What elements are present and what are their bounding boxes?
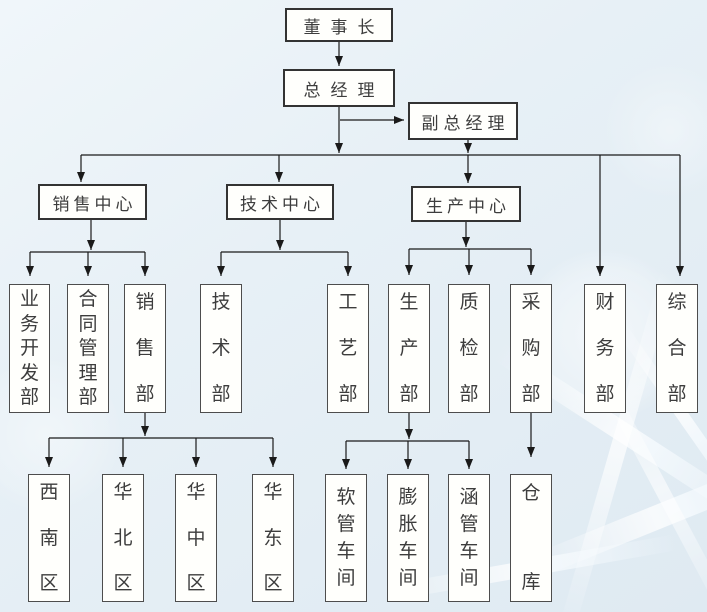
- node-warehouse: 仓库: [510, 474, 552, 602]
- node-north-china-region: 华北区: [102, 474, 144, 602]
- node-general-manager: 总经理: [283, 69, 395, 107]
- node-hose-workshop: 软管车间: [325, 474, 367, 602]
- node-deputy-general-manager: 副总经理: [408, 102, 518, 140]
- node-sales-dept: 销售部: [124, 284, 166, 413]
- node-production-dept: 生产部: [388, 284, 430, 413]
- node-expansion-workshop: 膨胀车间: [387, 474, 429, 602]
- node-central-china-region: 华中区: [175, 474, 217, 602]
- node-east-china-region: 华东区: [252, 474, 294, 602]
- node-business-dev-dept: 业务开发部: [9, 284, 50, 413]
- node-culvert-workshop: 涵管车间: [448, 474, 490, 602]
- node-production-center: 生产中心: [411, 186, 521, 222]
- node-contract-mgmt-dept: 合同管理部: [67, 284, 109, 413]
- node-general-affairs-dept: 综合部: [656, 284, 698, 413]
- node-sales-center: 销售中心: [38, 184, 147, 220]
- node-purchasing-dept: 采购部: [510, 284, 552, 413]
- node-tech-center: 技术中心: [226, 184, 334, 220]
- node-quality-dept: 质检部: [448, 284, 490, 413]
- node-chairman: 董事长: [285, 8, 393, 42]
- node-southwest-region: 西南区: [28, 474, 70, 602]
- node-finance-dept: 财务部: [584, 284, 626, 413]
- node-process-dept: 工艺部: [327, 284, 369, 413]
- node-tech-dept: 技术部: [200, 284, 242, 413]
